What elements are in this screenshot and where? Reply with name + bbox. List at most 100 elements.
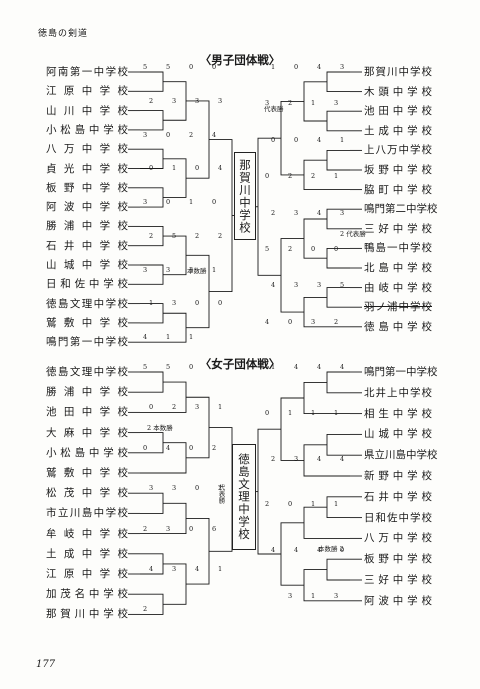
- team-name: 徳島中学校: [364, 320, 432, 333]
- boys-section-title: 〈男子団体戦〉: [199, 53, 281, 67]
- team-name: 鷲敷中学校: [46, 316, 128, 329]
- team-name: 江原中学校: [46, 85, 128, 98]
- bracket-line: [326, 496, 350, 519]
- score-label: 2: [149, 96, 154, 105]
- score-label: 3: [172, 96, 177, 105]
- boys-annotation-daihyo-2: 2 代表勝: [340, 230, 366, 238]
- score-label: 0: [189, 63, 194, 71]
- score-label: 2: [311, 172, 316, 181]
- score-label: 4: [340, 454, 345, 463]
- team-name: 阿波中学校: [364, 594, 432, 607]
- girls-section-title: 〈女子団体戦〉: [199, 357, 281, 371]
- score-label: 1: [172, 164, 177, 173]
- team-name: 県立川島中学校: [364, 449, 438, 462]
- team-name: 脇町中学校: [364, 183, 432, 196]
- team-name: 北島中学校: [364, 262, 432, 274]
- score-label: 3: [340, 63, 345, 71]
- score-label: 0: [149, 164, 154, 173]
- team-name: 市立川島中学校: [46, 507, 128, 520]
- team-name: 牟岐中学校: [46, 527, 128, 540]
- score-label: 0: [195, 484, 200, 493]
- score-label: 3: [172, 484, 177, 493]
- score-label: 4: [218, 164, 223, 173]
- score-label: 0: [340, 546, 345, 555]
- score-label: 4: [195, 565, 200, 573]
- team-name: 貞光中学校: [46, 162, 128, 175]
- boys-annotation-honsukachi: 本数勝: [187, 267, 207, 275]
- score-label: 0: [218, 299, 223, 308]
- score-label: 1: [271, 363, 276, 371]
- score-label: 4: [294, 363, 299, 371]
- team-name: 坂野中学校: [364, 164, 432, 176]
- score-label: 4: [149, 565, 154, 573]
- team-name: 石井中学校: [364, 490, 432, 503]
- score-label: 2: [218, 484, 223, 493]
- score-label: 0: [195, 299, 200, 308]
- score-label: 3: [294, 281, 299, 290]
- team-name: 羽ノ浦中学校: [364, 301, 432, 314]
- score-label: 3: [143, 198, 148, 207]
- score-label: 2: [271, 208, 276, 217]
- score-label: 1: [189, 333, 194, 342]
- team-name: 石井中学校: [46, 239, 128, 252]
- team-name: 八万中学校: [364, 532, 432, 545]
- score-label: 5: [340, 281, 345, 290]
- score-label: 0: [288, 500, 293, 509]
- score-label: 2: [288, 99, 293, 108]
- score-label: 3: [334, 99, 339, 108]
- score-label: 3: [265, 99, 270, 108]
- team-name: 上八万中学校: [364, 144, 432, 157]
- score-label: 2: [288, 172, 293, 181]
- score-label: 2: [288, 245, 293, 253]
- team-name: 木頭中学校: [364, 85, 432, 98]
- team-name: 山城中学校: [46, 259, 128, 271]
- score-label: 4: [166, 443, 171, 452]
- score-label: 3: [143, 130, 148, 139]
- score-label: 3: [195, 96, 200, 105]
- team-name: 鳴門第二中学校: [364, 203, 438, 216]
- score-label: 3: [189, 265, 194, 274]
- score-label: 3: [334, 591, 339, 600]
- score-label: 1: [218, 565, 223, 573]
- score-label: 3: [311, 317, 316, 326]
- score-label: 3: [149, 484, 154, 493]
- score-label: 1: [218, 403, 223, 412]
- team-name: 板野中学校: [364, 553, 432, 566]
- score-label: 2: [189, 130, 194, 139]
- team-name: 阿南第一中学校: [46, 66, 128, 78]
- team-name: 徳島文理中学校: [46, 297, 128, 310]
- score-label: 4: [143, 333, 148, 342]
- score-label: 0: [143, 443, 148, 452]
- score-label: 0: [212, 63, 217, 71]
- score-label: 2: [334, 317, 339, 326]
- bracket-line: [140, 371, 164, 393]
- score-label: 4: [317, 63, 322, 71]
- score-label: 5: [166, 63, 171, 71]
- score-label: 2: [218, 231, 223, 240]
- score-label: 2: [212, 443, 217, 452]
- score-label: 6: [212, 524, 217, 533]
- bracket-line: [326, 371, 350, 394]
- score-label: 2: [143, 524, 148, 533]
- score-label: 4: [317, 208, 322, 217]
- team-name: 鳴門第一中学校: [364, 366, 438, 378]
- score-label: 1: [334, 172, 339, 181]
- score-label: 1: [311, 500, 316, 509]
- team-name: 加茂名中学校: [46, 588, 128, 601]
- team-name: 勝浦中学校: [46, 220, 128, 233]
- team-name: 那賀川中学校: [46, 608, 128, 621]
- score-label: 4: [271, 546, 276, 555]
- score-label: 4: [317, 454, 322, 463]
- score-label: 1: [189, 198, 194, 207]
- score-label: 0: [212, 198, 217, 207]
- score-label: 5: [143, 363, 148, 371]
- score-label: 4: [271, 281, 276, 290]
- score-label: 1: [271, 63, 276, 71]
- team-name: 阿波中学校: [46, 201, 128, 214]
- score-label: 1: [212, 265, 217, 274]
- score-label: 5: [172, 231, 177, 240]
- score-label: 3: [195, 403, 200, 412]
- team-name: 徳島文理中学校: [46, 366, 128, 378]
- score-label: 0: [149, 403, 154, 412]
